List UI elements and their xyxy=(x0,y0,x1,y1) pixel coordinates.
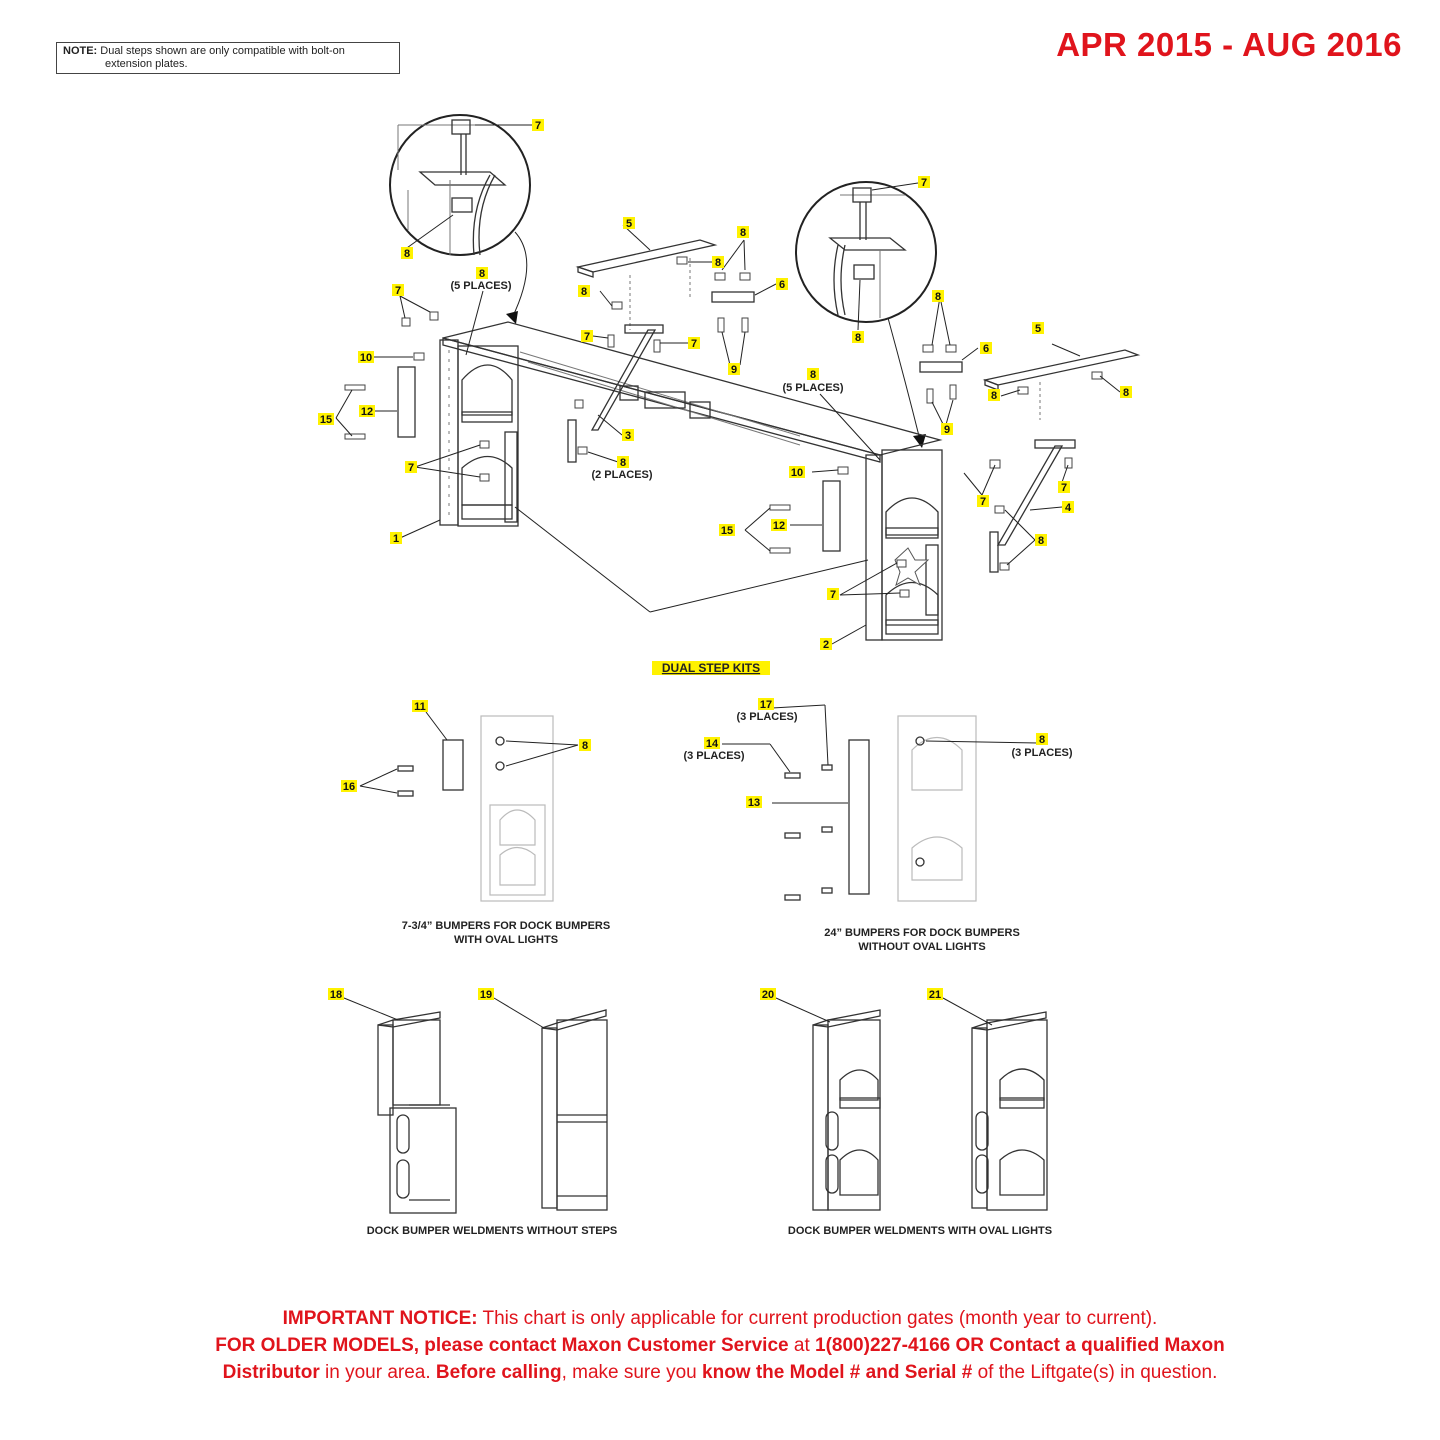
notice-line-3: Distributor in your area. Before calling… xyxy=(0,1359,1440,1386)
callout-7: 7 xyxy=(584,331,590,343)
callout-16: 16 xyxy=(343,781,355,793)
extension-plate xyxy=(442,321,943,463)
bumper-left xyxy=(397,366,416,438)
callout-7: 7 xyxy=(830,589,836,601)
right-step-weldment xyxy=(865,449,943,641)
callout-5: 5 xyxy=(1035,323,1041,335)
callout-19: 19 xyxy=(480,989,492,1001)
note-line2: extension plates. xyxy=(105,58,188,70)
callout-15: 15 xyxy=(721,525,733,537)
callout-10: 10 xyxy=(360,352,372,364)
short-bumper-kit: 11 8 16 7-3/4” BUMPERS FOR DOCK BUMPERS … xyxy=(341,700,610,946)
callout-10: 10 xyxy=(791,467,803,479)
notice-text-2a: FOR OLDER MODELS, please contact Maxon C… xyxy=(215,1335,789,1356)
callout-8: 8 xyxy=(620,457,626,469)
callout-8: 8 xyxy=(1038,535,1044,547)
right-mount-bracket xyxy=(919,349,1141,573)
places-label: (3 PLACES) xyxy=(683,750,744,762)
note-label: NOTE: xyxy=(63,45,98,57)
left-mount-bracket xyxy=(567,239,755,463)
callout-8: 8 xyxy=(810,369,816,381)
note-box: NOTE: Dual steps shown are only compatib… xyxy=(56,42,400,74)
callout-1: 1 xyxy=(393,533,399,545)
caption-short-bumpers-2: WITH OVAL LIGHTS xyxy=(454,934,558,946)
notice-heading: IMPORTANT NOTICE: xyxy=(282,1308,478,1329)
places-label: (5 PLACES) xyxy=(450,280,511,292)
callout-8: 8 xyxy=(715,257,721,269)
notice-line-2: FOR OLDER MODELS, please contact Maxon C… xyxy=(0,1332,1440,1359)
places-label: (3 PLACES) xyxy=(1011,747,1072,759)
callout-8: 8 xyxy=(935,291,941,303)
callout-8: 8 xyxy=(1123,387,1129,399)
callout-9: 9 xyxy=(731,364,737,376)
notice-text-3e: know the Model # and Serial # xyxy=(702,1362,973,1383)
callout-7: 7 xyxy=(691,338,697,350)
notice-text-2b: at xyxy=(788,1335,816,1356)
callout-4: 4 xyxy=(1065,502,1072,514)
weldments-with-oval-lights: 20 21 DOCK BUMPER WELDMENTS WITH OVAL LI… xyxy=(760,988,1052,1237)
callout-7: 7 xyxy=(395,285,401,297)
callout-8: 8 xyxy=(991,390,997,402)
callout-7: 7 xyxy=(980,496,986,508)
callout-8: 8 xyxy=(581,286,587,298)
left-step-weldment xyxy=(439,339,519,527)
caption-long-bumpers-2: WITHOUT OVAL LIGHTS xyxy=(858,941,985,953)
hardware-bolts xyxy=(344,256,1103,598)
notice-line-1: IMPORTANT NOTICE: This chart is only app… xyxy=(0,1305,1440,1332)
weldments-without-steps: 18 19 DOCK BUMPER WELDMENTS WITHOUT STEP… xyxy=(328,988,617,1237)
callout-12: 12 xyxy=(361,406,373,418)
long-bumper-kit: 17 (3 PLACES) 14 (3 PLACES) 13 8 (3 PLAC… xyxy=(683,698,1073,953)
notice-text-3b: in your area. xyxy=(319,1362,436,1383)
callout-15: 15 xyxy=(320,414,332,426)
callout-18: 18 xyxy=(330,989,342,1001)
notice-text-3f: of the Liftgate(s) in question. xyxy=(972,1362,1218,1383)
callout-20: 20 xyxy=(762,989,774,1001)
date-range-title: APR 2015 - AUG 2016 xyxy=(1056,26,1402,63)
callout-9: 9 xyxy=(944,424,950,436)
caption-short-bumpers-1: 7-3/4” BUMPERS FOR DOCK BUMPERS xyxy=(402,920,610,932)
callout-6: 6 xyxy=(983,343,989,355)
callout-8: 8 xyxy=(855,332,861,344)
notice-text-3d: , make sure you xyxy=(561,1362,703,1383)
important-notice: IMPORTANT NOTICE: This chart is only app… xyxy=(0,1305,1440,1386)
callout-11: 11 xyxy=(414,701,426,713)
callout-7: 7 xyxy=(408,462,414,474)
notice-phone: 1(800)227-4166 OR Contact a qualified Ma… xyxy=(815,1335,1225,1356)
notice-text-3a: Distributor xyxy=(222,1362,320,1383)
callout-13: 13 xyxy=(748,797,760,809)
section-title-dual-step-kits: DUAL STEP KITS xyxy=(662,661,760,675)
callout-17: 17 xyxy=(760,699,772,711)
callout-7: 7 xyxy=(1061,482,1067,494)
notice-text-3c: Before calling xyxy=(435,1362,562,1383)
callout-3: 3 xyxy=(625,430,631,442)
callout-7: 7 xyxy=(921,177,927,189)
callout-14: 14 xyxy=(706,738,719,750)
detail-circle-right xyxy=(795,181,937,323)
callout-21: 21 xyxy=(929,989,941,1001)
notice-text-1: This chart is only applicable for curren… xyxy=(477,1308,1158,1329)
callout-12: 12 xyxy=(773,520,785,532)
caption-weld-no-steps: DOCK BUMPER WELDMENTS WITHOUT STEPS xyxy=(367,1225,618,1237)
leader-lines-main xyxy=(335,124,1121,645)
places-label: (3 PLACES) xyxy=(736,711,797,723)
callout-8: 8 xyxy=(1039,734,1045,746)
places-label: (5 PLACES) xyxy=(782,382,843,394)
callout-5: 5 xyxy=(626,218,632,230)
bumper-right xyxy=(822,480,841,552)
caption-weld-oval: DOCK BUMPER WELDMENTS WITH OVAL LIGHTS xyxy=(788,1225,1052,1237)
caption-long-bumpers-1: 24” BUMPERS FOR DOCK BUMPERS xyxy=(824,927,1020,939)
callout-8: 8 xyxy=(404,248,410,260)
callouts-main: 7 8 7 8 8 (5 PLACES) 7 10 15 12 7 1 5 8 … xyxy=(318,119,1132,651)
callout-2: 2 xyxy=(823,639,829,651)
places-label: (2 PLACES) xyxy=(591,469,652,481)
callout-7: 7 xyxy=(535,120,541,132)
callout-8: 8 xyxy=(479,268,485,280)
callout-8: 8 xyxy=(740,227,746,239)
callout-8: 8 xyxy=(582,740,588,752)
note-line1: Dual steps shown are only compatible wit… xyxy=(100,45,345,57)
callout-6: 6 xyxy=(779,279,785,291)
detail-circle-left xyxy=(389,114,531,256)
